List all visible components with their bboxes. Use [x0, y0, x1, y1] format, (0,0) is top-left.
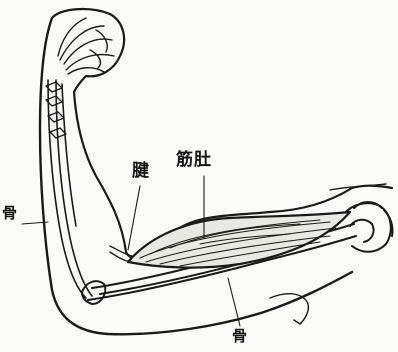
bone-label-bottom: 骨 — [232, 329, 247, 344]
finger-bones — [58, 18, 114, 74]
tendon-label: 腱 — [132, 163, 149, 180]
biceps-muscle — [128, 212, 350, 268]
hand-outline — [52, 9, 124, 92]
muscle-belly-label: 筋肚 — [176, 152, 212, 169]
bone-label-left: 骨 — [2, 206, 17, 221]
shoulder-joint — [344, 202, 393, 252]
